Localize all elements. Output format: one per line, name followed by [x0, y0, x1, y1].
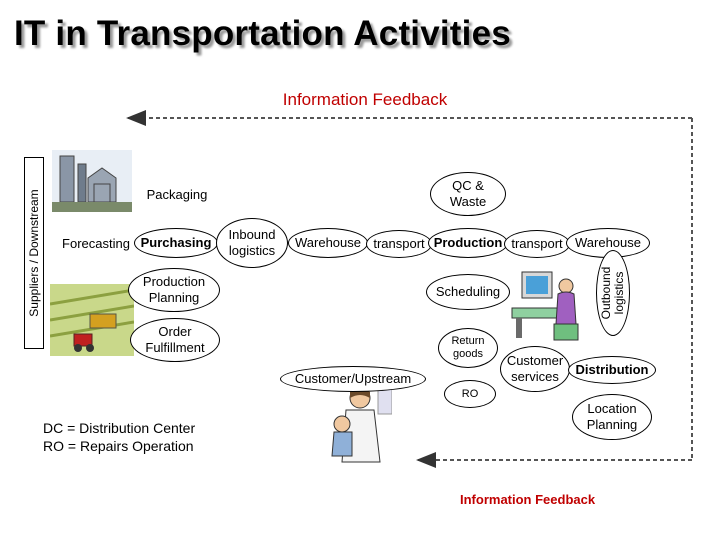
packaging-node: Packaging [132, 182, 222, 208]
customer-services-node: Customer services [500, 346, 570, 392]
order-fulfillment-node: Order Fulfillment [130, 318, 220, 362]
production-planning-node: Production Planning [128, 268, 220, 312]
production-node: Production [428, 228, 508, 258]
information-feedback-bottom-label: Information Feedback [460, 492, 596, 507]
scheduling-node: Scheduling [426, 274, 510, 310]
legend-dc: DC = Distribution Center [43, 420, 196, 436]
suppliers-downstream-label: Suppliers / Downstream [24, 157, 44, 349]
warehouse-node-1: Warehouse [288, 228, 368, 258]
location-planning-node: Location Planning [572, 394, 652, 440]
forecasting-node: Forecasting [57, 234, 135, 254]
distribution-node: Distribution [568, 356, 656, 384]
factory-icon [52, 150, 132, 212]
transport-node-2: transport [504, 230, 570, 258]
transport-node-1: transport [366, 230, 432, 258]
page-title: IT in Transportation Activities [14, 14, 511, 53]
outbound-logistics-node: Outbound logistics [596, 250, 630, 336]
inbound-logistics-node: Inbound logistics [216, 218, 288, 268]
computer-user-icon [511, 271, 579, 341]
doctor-with-child-icon [331, 384, 392, 463]
qc-waste-node: QC & Waste [430, 172, 506, 216]
return-goods-node: Return goods [438, 328, 498, 368]
ro-node: RO [444, 380, 496, 408]
customer-upstream-node: Customer/Upstream [280, 366, 426, 392]
purchasing-node: Purchasing [134, 228, 218, 258]
legend-ro: RO = Repairs Operation [43, 438, 194, 454]
legend: DC = Distribution Center RO = Repairs Op… [43, 419, 195, 455]
information-feedback-top-label: Information Feedback [282, 90, 448, 109]
farm-truck-icon [50, 284, 134, 356]
